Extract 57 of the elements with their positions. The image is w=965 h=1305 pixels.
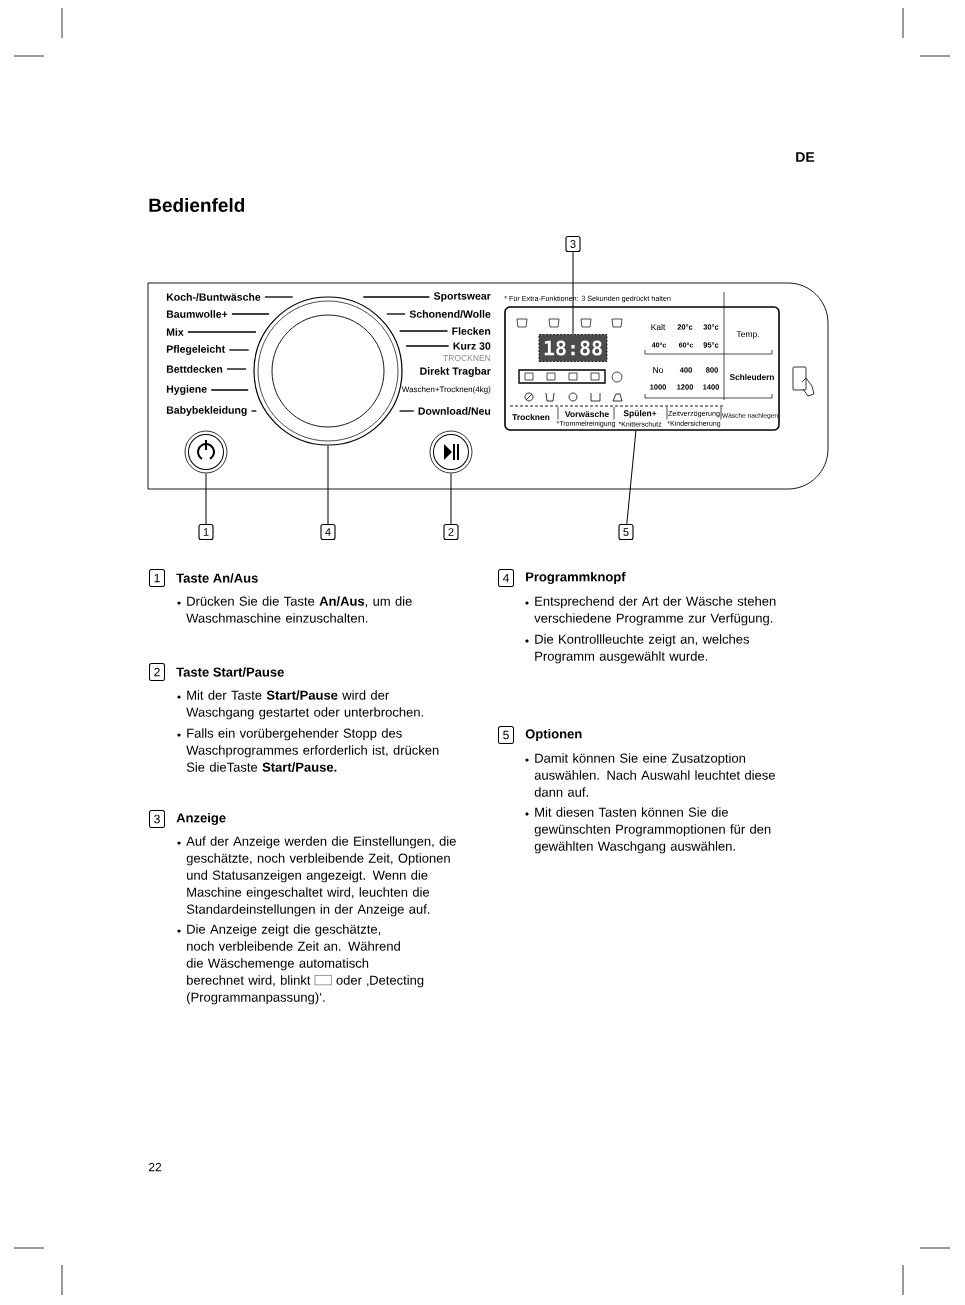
power-button: [184, 430, 228, 474]
section-heading: Taste Start/Pause: [176, 667, 284, 677]
bullet-item: Mit diesen Tasten können Sie die gewünschten Programmoptionen für den gewählten Waschgang auswählen.: [525, 807, 771, 854]
callout-number: 5: [618, 523, 634, 541]
callout-number: 1: [149, 569, 165, 587]
section-heading: Optionen: [525, 728, 582, 742]
program-label: Waschen+Trocknen(4kg): [401, 386, 491, 394]
option-button-label: Trocknen: [512, 413, 550, 421]
section-heading: Taste An/Aus: [176, 573, 258, 583]
language-tag: DE: [796, 152, 815, 162]
display-label: Kalt: [651, 323, 666, 331]
callout-number: 4: [498, 569, 514, 587]
callout-number: 2: [443, 523, 459, 541]
bullet-item: Falls ein vorübergehender Stopp des Waschprogrammes erforderlich ist, drücken Sie dieTaste Start/Pause.: [177, 728, 439, 772]
program-label: Sportswear: [433, 292, 491, 302]
start-pause-button: [429, 430, 473, 474]
display-label: Schleudern: [729, 374, 774, 380]
bullet-item: Entsprechend der Art der Wäsche stehen verschiedene Programme zur Verfügung.: [525, 596, 776, 626]
bullet-item: Mit der Taste Start/Pause wird der Waschgang gestartet oder unterbrochen.: [177, 690, 423, 720]
callout-number: 5: [498, 726, 514, 744]
section-heading: Programmknopf: [526, 571, 626, 585]
bullet-item: Die Anzeige zeigt die geschätzte, noch verbleibende Zeit an. Während die Wäschemenge automatisch berechnet wird, blinkt oder ‚Detecting (Programmanpassung)‘.: [177, 924, 424, 1005]
leader-line: [450, 472, 452, 525]
leader-line: [205, 472, 207, 525]
leader-line: [327, 445, 329, 525]
bullet-item: Auf der Anzeige werden die Einstellungen, die geschätzte, noch verbleibende Zeit, Optionen und Statusanzeigen angezeigt. Wenn die Maschine eingeschaltet wird, leuchten die Standardeinstellungen in der Anzeige auf.: [177, 836, 456, 917]
program-label: Download/Neu: [418, 407, 491, 415]
leader-line: [626, 430, 637, 525]
option-button-label: Vorwäsche: [564, 410, 609, 418]
program-label: TROCKNEN: [443, 355, 491, 361]
program-label: Mix: [166, 328, 184, 336]
leader-line: [572, 251, 574, 335]
option-button-label: Spülen+: [623, 410, 657, 418]
display-label: No: [653, 367, 664, 373]
callout-number: 1: [198, 523, 214, 541]
program-label: Baumwolle+: [166, 310, 228, 318]
program-label: Flecken: [452, 327, 491, 335]
bullet-item: Drücken Sie die Taste An/Aus, um die Waschmaschine einzuschalten.: [177, 596, 412, 623]
display-panel: [504, 306, 780, 431]
program-label: Kurz 30: [453, 342, 491, 350]
program-label: Babybekleidung: [166, 406, 247, 416]
callout-number: 4: [320, 523, 336, 541]
bullet-item: Die Kontrollleuchte zeigt an, welches Programm ausgewählt wurde.: [525, 634, 750, 664]
page-number: 22: [148, 1162, 162, 1172]
bullet-item: Damit können Sie eine Zusatzoption auswählen. Nach Auswahl leuchtet diese dann auf.: [525, 753, 775, 797]
display-label: Temp.: [736, 331, 759, 339]
program-label: Bettdecken: [166, 365, 223, 373]
section-heading: Anzeige: [176, 812, 226, 826]
callout-number: 2: [149, 663, 165, 681]
time-display: 18:88: [538, 334, 608, 362]
page-title: Bedienfeld: [149, 198, 245, 212]
callout-number: 3: [149, 810, 165, 828]
program-label: Hygiene: [166, 385, 207, 395]
program-label: Direkt Tragbar: [420, 367, 491, 377]
program-label: Pflegeleicht: [166, 345, 225, 355]
callout-number: 3: [565, 235, 581, 253]
program-label: Koch-/Buntwäsche: [166, 293, 261, 301]
